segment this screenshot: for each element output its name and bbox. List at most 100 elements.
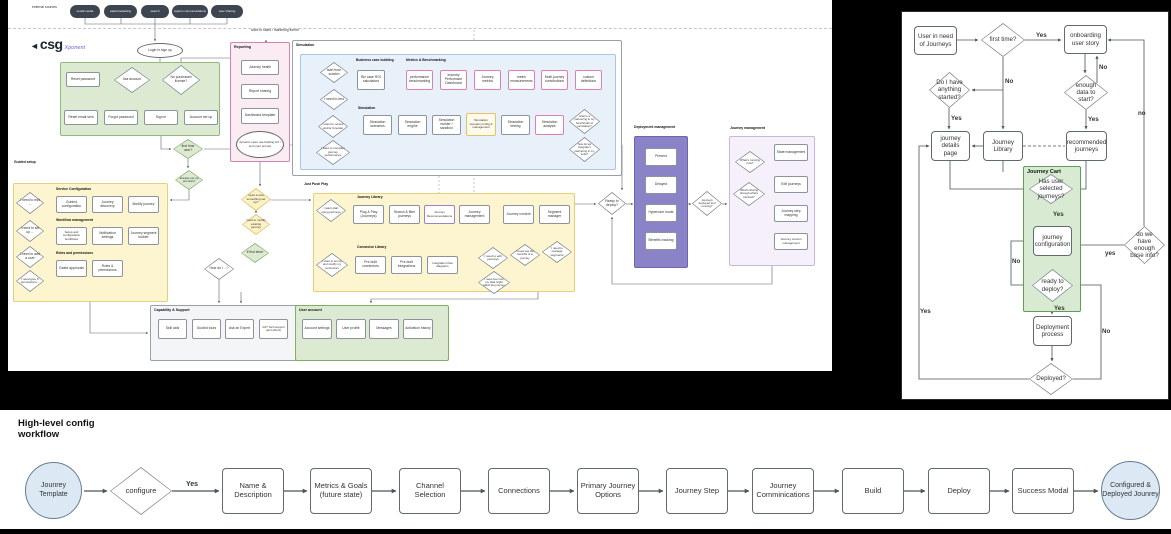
box-journey-configuration[interactable]: journey configuration — [1033, 226, 1072, 256]
diamond-i-need-to-manage-segments[interactable]: I need to manage segments — [542, 241, 572, 263]
box-simulation-scenarios[interactable]: Simulation scenarios — [363, 115, 392, 135]
diamond-enough-data-to-start[interactable]: enough data to start? — [1064, 75, 1108, 110]
box-biz-case-roi-calculators[interactable]: Biz case ROI calculators — [357, 70, 385, 90]
box-ask-an-expert[interactable]: Ask an Expert — [225, 319, 254, 339]
box-build[interactable]: Build — [842, 468, 904, 514]
diamond-start-from-scratch[interactable]: start from scratch — [320, 62, 348, 83]
box-journey-recommendations[interactable]: Journey Recommendations — [424, 205, 455, 224]
box-simulation-testing[interactable]: Simulation testing — [501, 115, 530, 135]
box-journey-library[interactable]: Journey Library — [983, 131, 1023, 161]
oval-login-in-sign-up[interactable]: Login in sign up — [137, 43, 183, 58]
diamond-how-do-we-integrate-it-partnering-in-my-[interactable]: how do we integrate it partnering in my … — [569, 137, 600, 162]
box-metric-measurements[interactable]: metric measurements — [508, 70, 535, 90]
pill-system-communications[interactable]: system communications — [172, 5, 208, 18]
box-user-in-need-of-journeys[interactable]: User in need of Journeys — [914, 26, 957, 55]
diamond-i-need-give-x-permissions[interactable]: I need give X permissions... — [16, 270, 44, 292]
box-metrics-goals-future-state[interactable]: Metrics & Goals (future state) — [310, 468, 372, 514]
box-journey-step[interactable]: Journey Step — [666, 468, 728, 514]
diamond-journeys-deployed-and-running[interactable]: Journeys deployed and running? — [692, 191, 722, 216]
diamond-i-want-to-set-up-and-modify-my-connector[interactable]: I want to set up and modify my connector… — [316, 253, 348, 277]
box-24-7-tech-support-and-others[interactable]: 24/7 Tech support (and others) — [259, 319, 288, 339]
box-integration-flow-diagrams[interactable]: Integration flow diagrams — [427, 256, 458, 274]
box-simulation-scenario-config-management[interactable]: Simulation scenario config & management — [466, 113, 496, 136]
pill-social-media[interactable]: social media — [70, 5, 100, 18]
circle-jounrey-template[interactable]: Jounrey Template — [25, 462, 82, 519]
box-onboarding-user-story[interactable]: onboarding user story — [1064, 25, 1107, 54]
box-sign-in[interactable]: Sign in — [144, 110, 178, 125]
box-present[interactable]: Present — [645, 148, 677, 166]
diamond-what-s-running-now[interactable]: What's running now? — [735, 151, 765, 173]
diamond-need-a-new-something-set-up[interactable]: need a new something set up? — [241, 188, 271, 211]
oval-dynamic-open-use-landing-ux-text-input-p[interactable]: dynamic open use landing UX / text input… — [236, 131, 284, 158]
box-messages[interactable]: Messages — [369, 319, 399, 339]
diamond-if-first-timer[interactable]: If first timer — [241, 243, 269, 263]
box-reset-password[interactable]: Reset password — [66, 72, 100, 87]
diamond-no-purchased-license[interactable]: No purchased license? — [162, 65, 200, 95]
diamond-ready-to-deploy[interactable]: Ready to deploy? — [598, 192, 626, 215]
box-dashboard-template[interactable]: Dashboard template — [241, 108, 279, 124]
diamond-first-time[interactable]: first time? — [981, 23, 1025, 57]
box-simulation-engine[interactable]: Simulation engine — [398, 115, 427, 135]
diamond-i-want-start-using-journeys[interactable]: I want start using journeys — [316, 199, 346, 222]
diamond-what-s-flowing-through-what-s-blocked[interactable]: What's flowing through what's blocked? — [733, 182, 765, 206]
box-delayed[interactable]: Delayed — [645, 176, 677, 194]
pill-user-sharing[interactable]: user sharing — [211, 5, 243, 18]
box-benefits-tracking[interactable]: Benefits tracking — [645, 232, 677, 250]
diamond-i-need-to-edit[interactable]: I need to edit ... — [16, 192, 44, 214]
diamond-i-need-to-set-up[interactable]: I need to set up ... — [16, 220, 44, 242]
diamond-what-is-a-partnering-to-my-benchmark-of-[interactable]: what is a partnering to my benchmark of … — [569, 109, 600, 134]
diamond-has-user-selected-journeys[interactable]: Has user selected journeys? — [1029, 174, 1073, 204]
diamond-do-we-have-enough-base-info[interactable]: do we have enough base info? — [1124, 226, 1165, 264]
box-channel-selection[interactable]: Channel Selection — [399, 468, 461, 514]
box-journey-content[interactable]: Journey content — [503, 205, 534, 224]
box-modify-journey[interactable]: Modify journey — [128, 196, 159, 213]
box-multi-journey-contributions[interactable]: Multi-journey contributions — [541, 70, 568, 90]
box-journey-segment-builder[interactable]: Journey segment builder — [128, 227, 159, 245]
box-journey-version-management[interactable]: Journey version management — [774, 233, 808, 250]
diamond-ready-to-deploy[interactable]: ready to deploy? — [1032, 269, 1073, 302]
box-deployment-process[interactable]: Deployment process — [1033, 316, 1072, 346]
diamond-need-to-modify-existing-journey[interactable]: need to modify existing journey — [242, 214, 270, 235]
diamond-i-want-to-review-and-or-forecast[interactable]: I want to review and/or forecast — [318, 115, 348, 138]
diamond-has-account[interactable]: has account — [114, 67, 150, 93]
box-performance-benchmarking[interactable]: performance benchmarking — [406, 70, 433, 90]
diamond-i-need-to-edit-journeys[interactable]: I need to edit journeys — [478, 247, 508, 269]
box-user-profile[interactable]: User profile — [336, 319, 366, 339]
box-recommended-journeys[interactable]: recommended journeys — [1066, 131, 1107, 161]
diamond-i-need-see-how-my-data-might-affect-the-[interactable]: I need see how my data might affect the … — [478, 271, 510, 294]
box-edit-journeys[interactable]: Edit journeys — [774, 176, 808, 193]
box-setup-and-configuration-workflows[interactable]: Setup and configuration workflows — [56, 227, 87, 245]
box-industry-performace-dashboard[interactable]: Industry Performace Dashboard — [440, 70, 467, 90]
box-primary-journey-options[interactable]: Primary Journey Options — [577, 468, 639, 514]
box-report-sharing[interactable]: Report sharing — [241, 84, 279, 99]
diamond-i-want-to-compare-journey-performance[interactable]: I want to compare journey performance — [316, 140, 350, 165]
diamond-do-i-have-anything-started[interactable]: Do I have anything started? — [929, 72, 970, 108]
box-journey-step-mapping[interactable]: Journey step mapping — [774, 205, 808, 222]
box-journey-metrics[interactable]: Journey metrics — [474, 70, 501, 90]
diamond-configure[interactable]: configure — [110, 467, 172, 515]
box-notification-settings[interactable]: Notification settings — [92, 227, 123, 245]
pill-search[interactable]: search — [141, 5, 169, 18]
diamond-i-need-to-add-a-user[interactable]: I need to add a user — [16, 246, 44, 268]
diamond-first-time-user[interactable]: first time user? — [173, 139, 203, 159]
box-journey-management[interactable]: Journey management — [459, 205, 490, 224]
box-name-description[interactable]: Name & Description — [222, 468, 284, 514]
diamond-deployed[interactable]: Deployed? — [1029, 363, 1073, 395]
box-plug-play-journeys[interactable]: Plug & Play (Journeys) — [353, 205, 384, 224]
diamond-already-set-up-prompts[interactable]: already set up prompts? — [175, 170, 203, 190]
box-account-settings[interactable]: Account settings — [302, 319, 332, 339]
box-journey-details-page[interactable]: journey details page — [931, 131, 970, 161]
box-pre-built-integrations[interactable]: Pre-built integrations — [391, 256, 422, 274]
box-simulation-analysis[interactable]: Simulation analysis — [535, 115, 564, 135]
box-state-management[interactable]: State management — [774, 144, 808, 161]
box-hypercare-mode[interactable]: Hypercare mode — [645, 204, 677, 222]
box-guided-configuration[interactable]: Guided configuration — [56, 196, 87, 213]
box-account-set-up[interactable]: Account set up — [184, 110, 218, 125]
box-skill-aids[interactable]: Skill aids — [158, 319, 187, 339]
box-reset-email-sent[interactable]: Reset email sent — [64, 110, 98, 125]
box-journey-comminications[interactable]: Journey Comminications — [752, 468, 814, 514]
box-deploy[interactable]: Deploy — [928, 468, 990, 514]
